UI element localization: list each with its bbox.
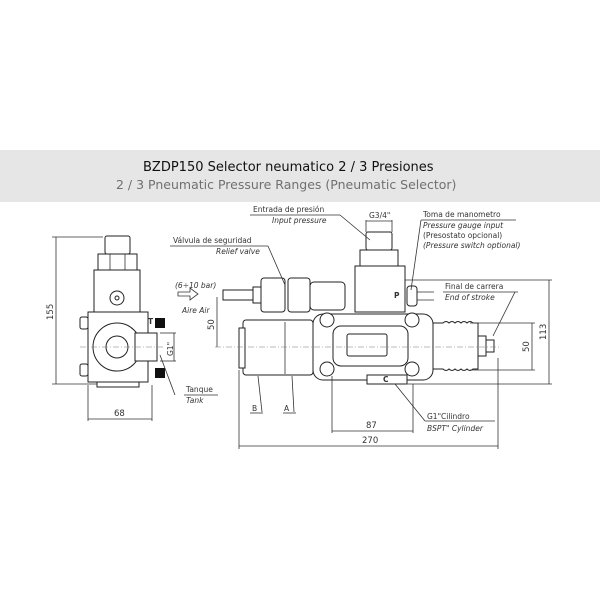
dim-68: 68 (114, 409, 125, 419)
dim-113: 113 (539, 324, 549, 340)
tank-label-en: Tank (186, 396, 204, 405)
cylinder-port-es: G1"Cilindro (427, 412, 470, 421)
gauge-input-en: Pressure gauge input (423, 221, 504, 230)
dim-155: 155 (46, 304, 56, 320)
dim-bellows-50: 50 (522, 341, 532, 352)
gauge-input-es: Toma de manometro (422, 210, 501, 219)
port-c-label: C (383, 375, 389, 384)
port-a-label: A (284, 404, 290, 413)
end-of-stroke-en: End of stroke (445, 293, 495, 302)
thread-top-label: G3/4" (369, 211, 390, 220)
input-pressure-en: Input pressure (272, 216, 327, 225)
cylinder-port-en: BSPT" Cylinder (427, 424, 484, 433)
tank-label-es: Tanque (185, 385, 213, 394)
dim-air-50: 50 (207, 319, 217, 330)
front-view: (6÷10 bar) Aire Air P C (175, 231, 552, 449)
port-p-label: P (394, 291, 400, 300)
pressure-switch-en: (Pressure switch optional) (423, 241, 521, 250)
relief-valve-es: Válvula de seguridad (173, 236, 252, 245)
end-of-stroke-es: Final de carrera (445, 282, 503, 291)
air-range-label: (6÷10 bar) (175, 281, 216, 290)
dim-87: 87 (366, 421, 377, 431)
subtitle: 2 / 3 Pneumatic Pressure Ranges (Pneumat… (116, 177, 457, 192)
port-t-label: T (148, 317, 154, 326)
dim-270: 270 (362, 436, 378, 446)
air-label: Aire Air (181, 306, 211, 315)
title: BZDP150 Selector neumatico 2 / 3 Presion… (143, 160, 434, 175)
port-b-label: B (252, 404, 257, 413)
header-band (0, 150, 600, 202)
pressure-switch-es: (Presostato opcional) (423, 231, 502, 240)
input-pressure-es: Entrada de presión (253, 205, 324, 214)
thread-side-label: G1" (166, 342, 175, 356)
side-view: 155 68 G1" T Tanque Tank (46, 235, 218, 421)
callouts: Entrada de presión Input pressure G3/4" … (170, 205, 521, 433)
relief-valve-en: Relief valve (216, 247, 260, 256)
